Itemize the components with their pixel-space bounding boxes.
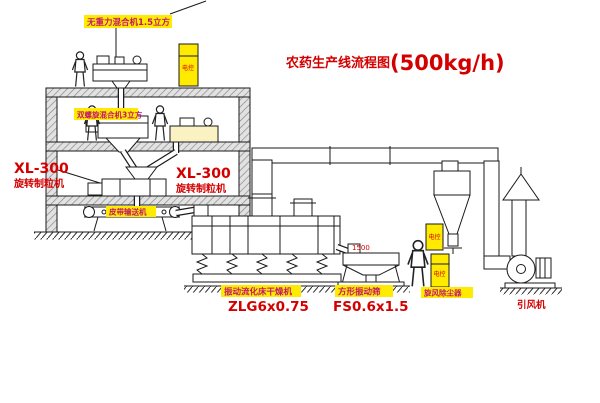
title-text: 农药生产线流程图 (285, 55, 390, 71)
label-screen-model: FS0.6x1.5 (333, 299, 408, 315)
cabinet-text: 电控 (182, 64, 194, 72)
dryer-exhaust-port (251, 193, 273, 217)
cyclone-separator (433, 170, 471, 254)
exhaust-duct-main (251, 146, 500, 259)
label-screen: 方形振动筛 FS0.6x1.5 (333, 285, 408, 315)
granulator-machine-lower (87, 166, 167, 210)
duct-downpipe (483, 160, 500, 259)
label-gravity-mixer: 无重力混合机1.5立方 (84, 15, 172, 28)
callout-leader-lines (57, 0, 207, 184)
label-screen-name: 方形振动筛 (338, 287, 381, 298)
electric-control-cabinet-bottom: 电控 (430, 253, 450, 288)
granulator-motor (87, 182, 103, 196)
building-slab-middle (45, 141, 251, 152)
electric-control-cabinet-top: 电控 (178, 43, 199, 87)
exhaust-stack (502, 167, 540, 257)
cabinet-text: 电控 (434, 270, 446, 278)
label-cyclone: 旋风除尘器 (421, 287, 473, 298)
label-granulator-left-model: XL-300 (14, 161, 69, 177)
dryer-base (192, 273, 342, 283)
mixer-motor (96, 55, 110, 65)
label-cyclone-text: 旋风除尘器 (423, 288, 462, 298)
person-figure (71, 51, 89, 88)
fluid-bed-dryer-machine (191, 193, 342, 283)
label-screw-mixer: 双螺旋混合机3立方 (74, 108, 143, 120)
label-granulator-center-name: 旋转制粒机 (175, 182, 226, 195)
building-structure (34, 87, 264, 240)
label-granulator-left-name: 旋转制粒机 (13, 177, 64, 190)
label-gravity-mixer-text: 无重力混合机1.5立方 (86, 17, 171, 28)
title-capacity: (500kg/h) (390, 51, 505, 75)
screw-mixer-machine (85, 115, 149, 153)
induced-draft-fan (483, 254, 562, 295)
person-figure (151, 105, 169, 142)
label-belt-conveyor: 皮带输送机 (106, 206, 156, 217)
dryer-port-2 (293, 198, 313, 217)
label-dryer-model: ZLG6x0.75 (228, 299, 309, 315)
label-dryer: 振动流化床干燥机 ZLG6x0.75 (221, 285, 309, 315)
label-granulator-center-model: XL-300 (176, 166, 231, 182)
electric-control-cabinet-mid: 电控 (425, 223, 444, 251)
duct-riser (251, 159, 273, 195)
dim-text-1500: 1500 (352, 244, 370, 252)
ground-hatch-building (34, 232, 264, 240)
fan-motor (535, 257, 552, 279)
cabinet-text: 电控 (429, 233, 441, 241)
building-slab-lower (45, 195, 251, 206)
labels-layer: 无重力混合机1.5立方 双螺旋混合机3立方 XL-300 旋转制粒机 XL-30… (13, 15, 546, 315)
vibrating-screen-machine (335, 243, 405, 287)
person-figure (407, 239, 429, 288)
label-dryer-name: 振动流化床干燥机 (224, 287, 293, 298)
diagram-title: 农药生产线流程图 (500kg/h) (285, 51, 505, 75)
building-slab-top (45, 87, 251, 98)
label-screw-mixer-text: 双螺旋混合机3立方 (77, 110, 143, 120)
label-fan: 引风机 (517, 299, 546, 311)
building-column-right (238, 96, 251, 233)
stack-rain-cap (502, 173, 540, 201)
label-belt-conveyor-text: 皮带输送机 (108, 207, 147, 217)
granulator-machine-upper (169, 117, 219, 153)
